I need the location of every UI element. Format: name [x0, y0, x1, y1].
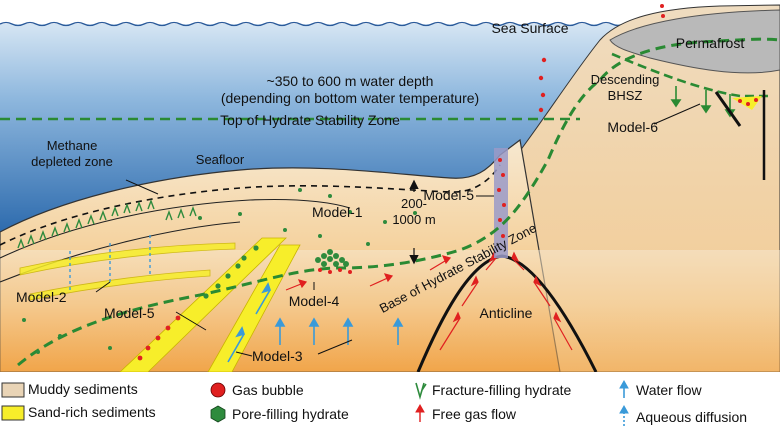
model3-water-flow	[227, 282, 404, 363]
pore-filling-hydrate-dots	[22, 188, 417, 354]
legend-gas-bubble-icon	[210, 382, 226, 398]
model4-gas-bubbles	[318, 268, 352, 274]
model-5-lower-label: Model-5	[104, 305, 155, 321]
methane-depleted-boundary	[0, 164, 501, 246]
model-6-label: Model-6	[607, 119, 658, 135]
water-depth-label-1: ~350 to 600 m water depth	[267, 73, 434, 89]
legend-gas-bubble-label: Gas bubble	[232, 382, 304, 398]
legend-muddy-swatch	[1, 382, 25, 398]
legend-sand-label: Sand-rich sediments	[28, 404, 156, 420]
model2-aqueous-diffusion	[69, 234, 151, 290]
model6-bubbles	[738, 98, 758, 106]
permafrost-label: Permafrost	[676, 35, 745, 51]
conduit-gas-bubbles	[137, 315, 181, 361]
legend-sand-swatch	[1, 405, 25, 421]
leader-lines	[95, 103, 701, 357]
model4-hydrate-cluster	[315, 249, 349, 267]
chimney-gas-bubbles	[497, 4, 665, 238]
descending-label-1: Descending	[591, 72, 660, 87]
conduit-hydrate-dots	[203, 245, 259, 299]
model-4-label: Model-4	[289, 293, 340, 309]
anticline-label: Anticline	[480, 305, 533, 321]
thickness-label-1: 200-	[401, 196, 427, 211]
descending-label-2: BHSZ	[608, 88, 643, 103]
legend-fracture-hydrate-icon	[415, 382, 427, 400]
legend-aqueous-diffusion-label: Aqueous diffusion	[636, 409, 747, 425]
model-2-label: Model-2	[16, 289, 67, 305]
model-3-label: Model-3	[252, 348, 303, 364]
model-1-label: Model-1	[312, 204, 363, 220]
sea-surface-label: Sea Surface	[491, 20, 568, 36]
sea-surface-line	[0, 21, 637, 27]
model-5-upper-label: Model-5	[423, 187, 474, 203]
methane-label-2: depleted zone	[31, 154, 113, 169]
anticline-gas-flow	[439, 251, 573, 351]
legend-muddy-label: Muddy sediments	[28, 381, 138, 397]
legend-free-gas-label: Free gas flow	[432, 406, 517, 422]
legend: Muddy sediments Sand-rich sediments Gas …	[0, 372, 780, 440]
legend-pore-hydrate-icon	[210, 405, 226, 423]
fault-model6-a	[714, 91, 742, 127]
thickness-label-2: 1000 m	[392, 212, 435, 227]
legend-aqueous-diffusion-icon	[619, 404, 629, 426]
legend-free-gas-icon	[415, 403, 425, 422]
seafloor-label: Seafloor	[196, 152, 245, 167]
fracture-hydrate-band	[17, 199, 197, 249]
legend-pore-hydrate-label: Pore-filling hydrate	[232, 406, 349, 422]
legend-water-flow-icon	[619, 379, 629, 398]
water-depth-label-2: (depending on bottom water temperature)	[221, 90, 479, 106]
bhsz-free-gas-flow	[285, 255, 452, 291]
top-hsz-label: Top of Hydrate Stability Zone	[220, 112, 400, 128]
legend-fracture-hydrate-label: Fracture-filling hydrate	[432, 382, 571, 398]
sand-layer-lower	[29, 269, 211, 301]
base-hsz-line	[17, 37, 780, 367]
deep-sediment	[0, 250, 780, 372]
methane-label-1: Methane	[47, 138, 98, 153]
legend-water-flow-label: Water flow	[636, 382, 702, 398]
descending-bhsz-line	[611, 52, 768, 98]
